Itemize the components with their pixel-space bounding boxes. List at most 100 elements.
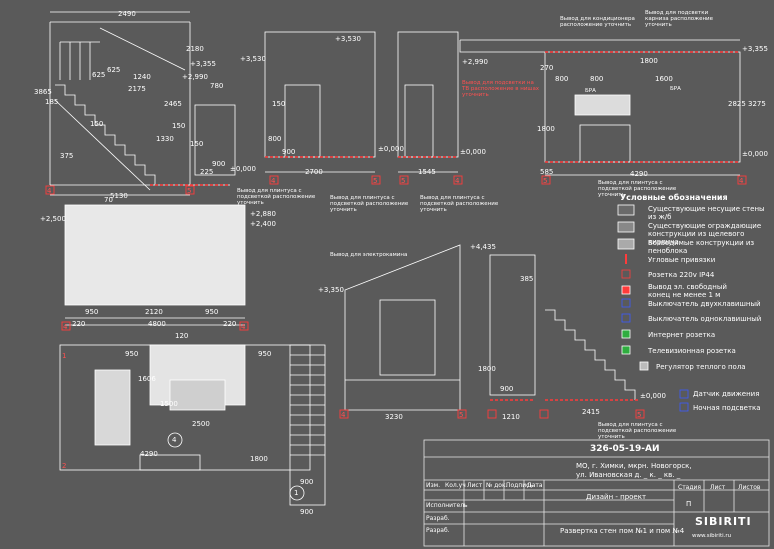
note-e1: Вывод для плинтуса с подсветкой располож…: [237, 188, 316, 206]
level-e3-0: ±0,000: [460, 148, 486, 156]
dim-e6-2: 1210: [502, 413, 520, 421]
marker-e6-2: 5: [637, 411, 642, 419]
dim-e1-13: 150: [190, 140, 204, 148]
dim-e5-4: 4800: [148, 320, 166, 328]
marker-e1-0: 4: [47, 187, 52, 195]
elevation-tv-wall: [459, 39, 741, 176]
label-e4-1: БРА: [670, 86, 681, 92]
dim-e4-6: 2825: [728, 100, 746, 108]
legend-item-7: Выключатель одноклавишный: [648, 315, 762, 323]
dim-e5-5: 220: [223, 320, 237, 328]
stamp-col-5: Дата: [527, 482, 543, 489]
dim-e4-4: 1600: [655, 75, 673, 83]
dim-e1-16: 780: [210, 82, 224, 90]
plan-dim-9: 900: [300, 508, 314, 516]
dim-e2-0: 150: [272, 100, 286, 108]
dim-e1-10: 225: [200, 168, 214, 176]
plan-dim-5: 1500: [160, 400, 178, 408]
dim-e6-3: 1800: [478, 365, 496, 373]
marker-e6-1: 5: [459, 411, 464, 419]
plan-dim-6: 4290: [140, 450, 158, 458]
note-e4-1: Вывод для подсветки карниза расположение…: [645, 10, 714, 28]
dim-e3-0: 1545: [418, 168, 436, 176]
level-e1-3: ±0,000: [230, 165, 256, 173]
level-e5-2: +2,400: [250, 220, 276, 228]
dim-e1-4: 1240: [133, 73, 151, 81]
plan-room-number: 4: [172, 436, 177, 444]
level-e5-1: +2,880: [250, 210, 276, 218]
floor-plan: [59, 344, 326, 506]
legend-item-0: Существующие несущие стены из ж/б: [648, 205, 765, 221]
marker-e3-0: 5: [401, 177, 406, 185]
level-e2-1: ±0,000: [378, 145, 404, 153]
elevation-narrow-wall: [397, 31, 459, 173]
stamp-code: 326-05-19-АИ: [590, 444, 660, 454]
legend-item-6: Выключатель двухклавишный: [648, 300, 761, 308]
level-e6-2: ±0,000: [640, 392, 666, 400]
dim-e4-0: 1800: [640, 57, 658, 65]
stamp-col-1: Кол.уч: [445, 482, 466, 489]
sibiriti-logo: SIBIRITI: [695, 515, 752, 528]
dim-e1-5: 2175: [128, 85, 146, 93]
stamp-row-2: Разраб.: [426, 527, 450, 534]
level-e4-1: +2,990: [462, 58, 488, 66]
note-e4-0: Вывод для кондиционера расположение уточ…: [560, 16, 635, 28]
marker-e5-3: 2: [62, 462, 67, 470]
legend-item-10: Регулятор теплого пола: [656, 363, 746, 371]
stamp-col-0: Изм.: [426, 482, 441, 489]
legend-title: Условные обозначения: [620, 193, 728, 202]
stamp-col-2: Лист: [467, 482, 483, 489]
elevation-large-wall: [64, 204, 246, 326]
stamp-stage-header: Стадия: [678, 484, 702, 491]
dim-e1-0: 2490: [118, 10, 136, 18]
legend-item-9: Телевизионная розетка: [648, 347, 736, 355]
plan-dim-3: 1606: [138, 375, 156, 383]
marker-e4-0: 5: [543, 177, 548, 185]
dim-e4-2: 800: [555, 75, 569, 83]
plan-dim-0: 950: [125, 350, 139, 358]
dim-e1-2: 625: [107, 66, 121, 74]
legend-item-11: Датчик движения: [693, 390, 760, 398]
dim-e6-4: 900: [500, 385, 514, 393]
level-e5-0: +2,500: [40, 215, 66, 223]
dim-e4-1: 270: [540, 64, 554, 72]
stamp-col-4: Подпись: [506, 482, 533, 489]
dim-e1-12: 375: [60, 152, 74, 160]
reference-markers: [45, 175, 747, 419]
note-e6-1: Вывод для плинтуса с подсветкой располож…: [598, 422, 677, 440]
elevation-attic: [344, 244, 640, 411]
marker-e5-2: 1: [62, 352, 67, 360]
stamp-row-1: Разраб.: [426, 515, 450, 522]
dim-e1-17: 150: [90, 120, 104, 128]
legend-item-8: Интернет розетка: [648, 331, 716, 339]
plan-dim-8: 900: [300, 478, 314, 486]
dim-e1-14: 900: [212, 160, 226, 168]
note-e6-0: Вывод для электрокамина: [330, 252, 408, 258]
stamp-stage: П: [686, 500, 692, 508]
legend-item-12: Ночная подсветка: [693, 404, 761, 412]
legend-swatches: [617, 204, 689, 412]
dim-e4-8: 585: [540, 168, 554, 176]
marker-e5-0: 4: [63, 323, 68, 331]
dim-e6-5: 2415: [582, 408, 600, 416]
stamp-sheet-header: Лист: [710, 484, 726, 491]
stamp-row-0: Исполнитель: [426, 502, 468, 509]
legend-item-4: Розетка 220v IP44: [648, 271, 715, 279]
level-e4-0: +3,355: [742, 45, 768, 53]
plan-dim-2: 120: [175, 332, 189, 340]
dim-e5-6: 70: [104, 196, 113, 204]
legend-item-5: Вывод эл. свободный конец не менее 1 м: [648, 283, 727, 299]
stamp-design: Дизайн - проект: [586, 493, 647, 501]
stamp-address-1: МО, г. Химки, мкрн. Новогорск,: [576, 462, 692, 470]
marker-e6-0: 4: [341, 411, 346, 419]
marker-e4-1: 4: [739, 177, 744, 185]
elevation-wall-door: [264, 31, 376, 173]
title-block: [423, 439, 770, 547]
dim-e1-11: 1330: [156, 135, 174, 143]
level-e6-0: +4,435: [470, 243, 496, 251]
dim-e1-9: 2465: [164, 100, 182, 108]
dim-e1-8: 185: [45, 98, 59, 106]
marker-e5-1: 4: [241, 323, 246, 331]
